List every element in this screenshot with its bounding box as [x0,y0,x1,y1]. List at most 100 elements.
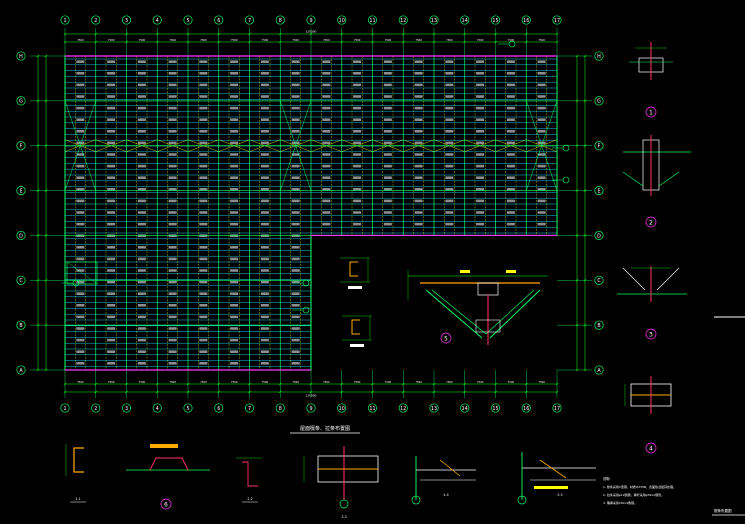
purlin-tag [199,338,208,342]
purlin-tag [260,327,269,330]
dim-tick [44,368,48,372]
axis-bubble-top-17 [552,15,562,25]
axis-bubble-top-16 [521,15,531,25]
purlin-tag [230,246,239,249]
purlin-tag [506,211,515,214]
purlin-tag [506,153,515,156]
purlin-tag [168,164,177,168]
purlin-tag [107,269,116,272]
detail-2-brace [658,171,680,187]
detail-3-brace [622,267,646,291]
d5-brace-right-inner [485,289,535,335]
purlin-tag [199,188,208,191]
span-dim-text: 7500 [323,38,330,42]
purlin-tag [168,304,177,307]
purlin-tag [76,60,85,63]
purlin-tag [168,211,177,214]
purlin-tag [476,72,485,75]
note-line-3: 3. 隅撑采用L50x4角钢。 [603,500,637,505]
dim-tick [36,144,40,148]
purlin-tag [230,199,239,203]
purlin-tag [230,176,239,179]
purlin-tag [291,141,300,145]
span-dim-text: 7500 [385,38,392,42]
axis-bubble-left-G-label: G [19,99,23,105]
axis-bubble-top-14 [460,15,470,25]
purlin-tag [260,362,269,365]
axis-bubble-right-D [594,230,604,240]
dim-tick [217,390,221,394]
purlin-tag [291,246,300,249]
detail-marker-3 [645,328,657,340]
purlin-tag [168,141,177,145]
purlin-tag [476,60,485,63]
dim-tick [309,390,313,394]
purlin-tag [506,72,515,75]
dim-tick [494,382,497,386]
axis-bubble-top-11-label: 11 [369,18,375,24]
purlin-tag [414,211,423,214]
dim-tick [340,382,344,386]
dim-tick [94,40,98,44]
purlin-tag [537,199,546,203]
purlin-tag [414,153,423,156]
purlin-tag [322,95,331,98]
axis-bubble-bottom-1-label: 1 [63,406,66,412]
purlin-tag [168,350,177,353]
span-dim-text: 7500 [292,38,299,42]
dim-tick [575,144,579,148]
c-profile [349,261,358,277]
purlin-tag [137,280,146,284]
dim-tick [125,32,128,36]
dim-tick [555,40,559,44]
purlin-tag [353,118,362,121]
axis-bubble-top-3-label: 3 [125,18,128,24]
purlin-tag [322,106,331,110]
purlin-tag [260,188,269,191]
dim-tick [401,390,405,394]
purlin-tag [506,60,515,63]
span-dim-text: 7500 [385,380,392,384]
axis-bubble-left-H-label: H [19,54,23,60]
purlin-tag [414,95,423,98]
dim-tick [94,32,98,36]
purlin-tag [199,327,208,330]
dim-tick [555,32,559,36]
axis-bubble-top-6 [214,15,224,25]
purlin-tag [445,211,454,214]
purlin-tag [230,362,239,365]
dim-tick [94,390,98,394]
dim-tick [217,40,221,44]
d5-brace-right [489,289,541,339]
purlin-tag [291,222,300,226]
purlin-tag [260,164,269,168]
section-3-label: 3-3 [341,515,346,519]
purlin-tag [291,199,300,203]
purlin-tag [476,83,485,87]
purlin-tag [414,130,423,133]
purlin-tag [476,130,485,133]
purlin-tag [322,60,331,63]
purlin-tag [537,95,546,98]
section-1-profile [73,447,84,473]
purlin-tag [353,72,362,75]
span-dim-text: 7500 [200,38,207,42]
purlin-tag [260,83,269,87]
dim-tick [432,390,436,394]
purlin-tag [230,304,239,307]
axis-bubble-top-12 [398,15,408,25]
opening-diagonal [66,261,98,285]
axis-bubble-top-4 [152,15,162,25]
section-4-label: 4-4 [443,493,448,497]
axis-bubble-top-6-label: 6 [217,18,220,24]
axis-bubble-left-F-label: F [20,144,23,150]
axis-bubble-bottom-16-label: 16 [523,406,529,412]
purlin-tag [445,176,454,179]
dim-tick [125,40,128,44]
purlin-tag [168,269,177,272]
section-3-marker [339,499,349,509]
purlin-tag [230,153,239,156]
dim-tick [125,382,128,386]
axis-bubble-right-H [594,51,604,61]
axis-bubble-bottom-4 [152,403,162,413]
